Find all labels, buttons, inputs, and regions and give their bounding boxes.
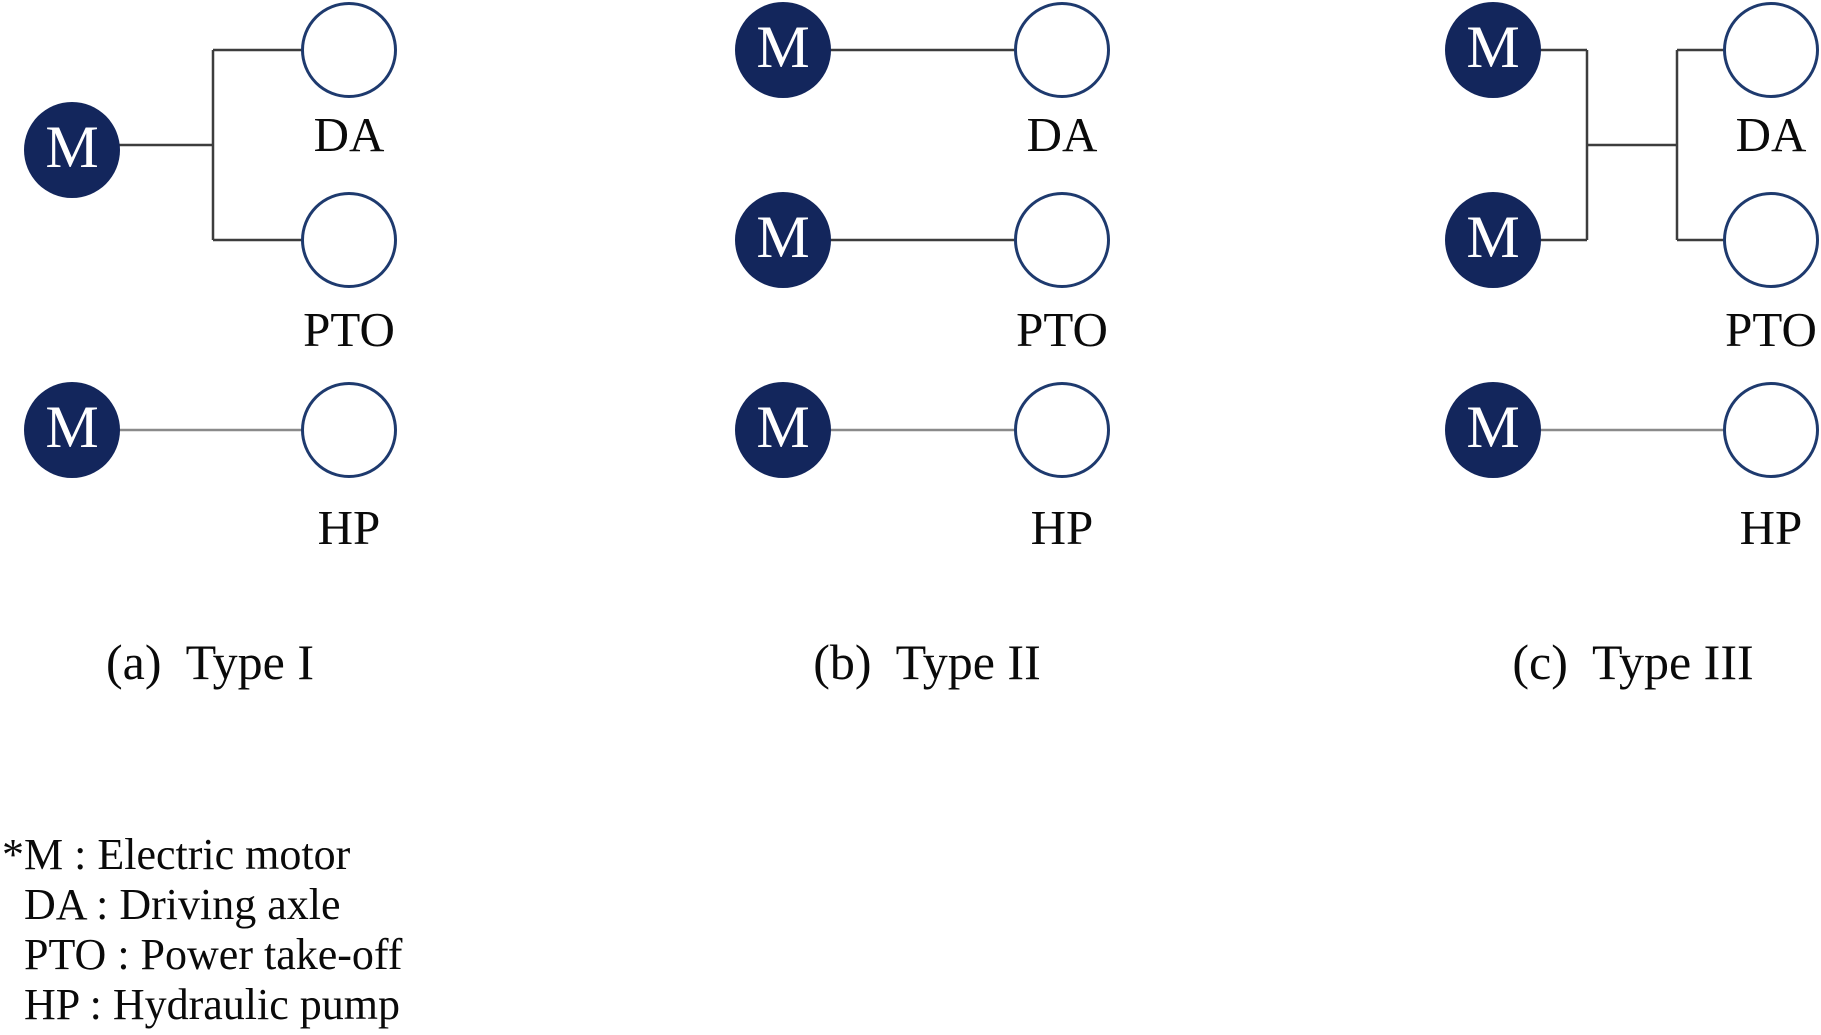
hydraulic-pump-node: [1014, 382, 1110, 478]
motor-node: M: [24, 102, 120, 198]
motor-node: M: [1445, 192, 1541, 288]
power-take-off-label: PTO: [303, 302, 395, 357]
panel-caption-b: (b) Type II: [813, 634, 1041, 690]
power-take-off-node: [301, 192, 397, 288]
motor-label: M: [1466, 394, 1520, 460]
driving-axle-label: DA: [1735, 107, 1807, 162]
motor-node: M: [1445, 382, 1541, 478]
driving-axle-node: [301, 2, 397, 98]
motor-label: M: [1466, 14, 1520, 80]
motor-label: M: [45, 394, 99, 460]
power-take-off-label: PTO: [1725, 302, 1817, 357]
motor-label: M: [756, 204, 810, 270]
hydraulic-pump-node: [1723, 382, 1819, 478]
legend-line-hydraulic-pump: HP : Hydraulic pump: [24, 980, 400, 1029]
power-take-off-node: [1014, 192, 1110, 288]
hydraulic-pump-label: HP: [317, 500, 381, 555]
motor-label: M: [756, 394, 810, 460]
hydraulic-pump-label: HP: [1739, 500, 1803, 555]
driving-axle-label: DA: [1026, 107, 1098, 162]
driving-axle-label: DA: [313, 107, 385, 162]
motor-node: M: [1445, 2, 1541, 98]
legend-line-power-take-off: PTO : Power take-off: [24, 930, 403, 979]
legend: *M : Electric motor DA : Driving axle PT…: [2, 830, 402, 1030]
power-take-off-label: PTO: [1016, 302, 1108, 357]
motor-label: M: [45, 114, 99, 180]
motor-node: M: [735, 2, 831, 98]
motor-node: M: [735, 382, 831, 478]
motor-node: M: [24, 382, 120, 478]
driving-axle-node: [1723, 2, 1819, 98]
panel-caption-c: (c) Type III: [1512, 634, 1754, 690]
motor-label: M: [1466, 204, 1520, 270]
panel-caption-a: (a) Type I: [106, 634, 314, 690]
legend-line-motor: *M : Electric motor: [2, 830, 351, 879]
driving-axle-node: [1014, 2, 1110, 98]
hydraulic-pump-node: [301, 382, 397, 478]
motor-label: M: [756, 14, 810, 80]
hydraulic-pump-label: HP: [1030, 500, 1094, 555]
motor-node: M: [735, 192, 831, 288]
power-take-off-node: [1723, 192, 1819, 288]
legend-line-driving-axle: DA : Driving axle: [24, 880, 341, 929]
